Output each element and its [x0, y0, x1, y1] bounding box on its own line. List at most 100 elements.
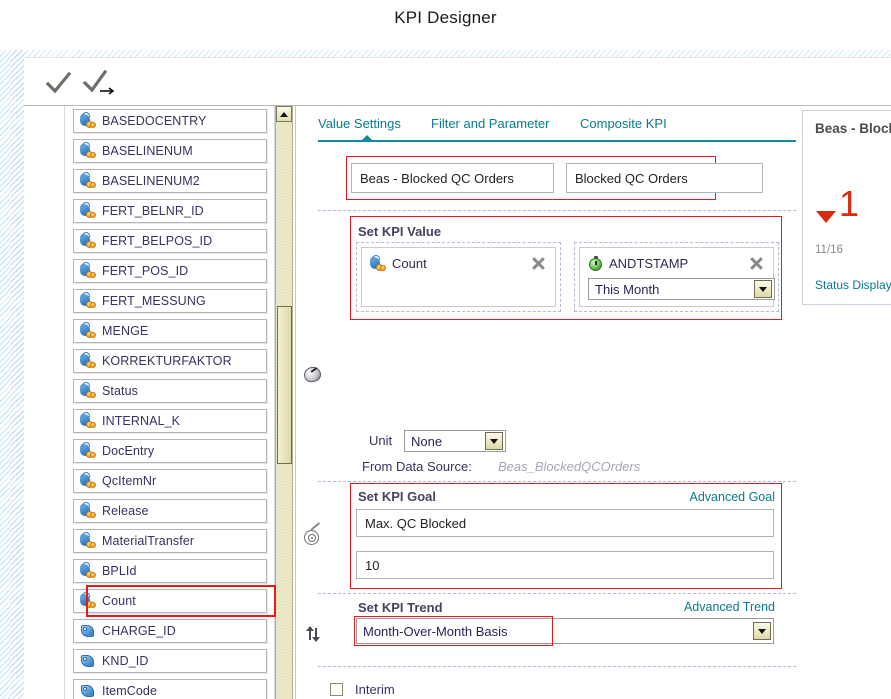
kpi-measure-slot[interactable]: Count	[356, 242, 561, 312]
field-list-item[interactable]: FERT_POS_ID	[73, 259, 267, 283]
kpi-time-chip: ANDTSTAMP	[588, 256, 688, 271]
check-arrow-icon[interactable]	[82, 68, 116, 98]
tab-underline	[318, 140, 796, 142]
field-list-item[interactable]: Status	[73, 379, 267, 403]
field-list-item-label: BASELINENUM2	[102, 174, 200, 188]
kpi-full-name-input[interactable]: Beas - Blocked QC Orders	[351, 163, 554, 193]
field-list-item[interactable]: QcItemNr	[73, 469, 267, 493]
separator-3	[318, 593, 796, 594]
money-icon	[80, 382, 96, 398]
interim-checkbox-row[interactable]: Interim	[330, 682, 395, 697]
field-list-item[interactable]: FERT_BELPOS_ID	[73, 229, 267, 253]
separator-2	[318, 481, 796, 482]
tab-value-settings[interactable]: Value Settings	[318, 116, 401, 131]
trend-select[interactable]: Month-Over-Month Basis	[356, 618, 774, 644]
tag-icon	[80, 624, 96, 638]
field-list-item-label: KND_ID	[102, 654, 149, 668]
field-list-item-label: Release	[102, 504, 149, 518]
tab-composite-kpi[interactable]: Composite KPI	[580, 116, 667, 131]
field-list-scrollbar[interactable]	[275, 106, 293, 699]
preview-date: 11/16	[815, 244, 843, 256]
money-icon	[80, 202, 96, 218]
goal-value-input[interactable]: 10	[356, 551, 774, 579]
status-display-link[interactable]: Status Display	[815, 278, 891, 292]
advanced-trend-link[interactable]: Advanced Trend	[683, 600, 775, 614]
tag-icon	[80, 684, 96, 698]
field-list-item[interactable]: Count	[73, 589, 267, 613]
goal-name-input[interactable]: Max. QC Blocked	[356, 509, 774, 537]
field-list-item[interactable]: Release	[73, 499, 267, 523]
scrollbar-thumb[interactable]	[277, 306, 292, 464]
field-list-item[interactable]: FERT_BELNR_ID	[73, 199, 267, 223]
field-list-item[interactable]: BPLId	[73, 559, 267, 583]
money-icon	[80, 592, 96, 608]
money-icon	[80, 442, 96, 458]
money-icon	[80, 412, 96, 428]
field-list-item-label: KORREKTURFAKTOR	[102, 354, 232, 368]
preview-value: 1	[839, 183, 860, 224]
remove-measure-icon[interactable]	[529, 254, 547, 272]
check-icon[interactable]	[42, 68, 76, 98]
field-list-item[interactable]: MENGE	[73, 319, 267, 343]
field-list-item-label: MENGE	[102, 324, 149, 338]
tab-filter-and-parameter[interactable]: Filter and Parameter	[431, 116, 550, 131]
preview-title: Beas - Blocked QC Orders	[815, 121, 891, 136]
field-list-item[interactable]: KND_ID	[73, 649, 267, 673]
preview-pane: Beas - Blocked QC Orders 1 11/16 Status …	[797, 106, 891, 699]
interim-label: Interim	[355, 682, 395, 697]
field-list-item[interactable]: BASEDOCENTRY	[73, 109, 267, 133]
money-icon	[80, 262, 96, 278]
money-icon	[80, 142, 96, 158]
field-list-item[interactable]: FERT_MESSUNG	[73, 289, 267, 313]
field-list-item[interactable]: MaterialTransfer	[73, 529, 267, 553]
decorative-stripe-left-tint3	[16, 50, 25, 699]
money-icon	[80, 232, 96, 248]
money-icon	[80, 322, 96, 338]
remove-time-icon[interactable]	[747, 254, 765, 272]
advanced-goal-link[interactable]: Advanced Goal	[689, 490, 775, 504]
tab-active-indicator-icon	[361, 135, 373, 141]
field-list-item-label: FERT_BELNR_ID	[102, 204, 204, 218]
field-list-item[interactable]: ItemCode	[73, 679, 267, 699]
field-list-item[interactable]: BASELINENUM2	[73, 169, 267, 193]
money-icon	[80, 502, 96, 518]
interim-checkbox[interactable]	[330, 683, 343, 696]
chevron-down-icon[interactable]	[753, 622, 771, 640]
field-list-item-label: ItemCode	[102, 684, 157, 698]
money-icon	[80, 172, 96, 188]
page-title: KPI Designer	[394, 8, 497, 27]
decorative-stripe-left-tint2	[10, 50, 18, 699]
field-list-item-label: FERT_BELPOS_ID	[102, 234, 213, 248]
kpi-short-name-input[interactable]: Blocked QC Orders	[566, 163, 763, 193]
scroll-up-icon[interactable]	[276, 106, 292, 122]
value-settings-panel: Value Settings Filter and Parameter Comp…	[295, 106, 796, 699]
trend-value: Month-Over-Month Basis	[363, 623, 508, 639]
target-icon	[303, 522, 325, 549]
field-list-item[interactable]: BASELINENUM	[73, 139, 267, 163]
field-list-item-label: BASELINENUM	[102, 144, 193, 158]
field-list-item-label: CHARGE_ID	[102, 624, 176, 638]
field-list-item-label: BASEDOCENTRY	[102, 114, 207, 128]
field-list-item[interactable]: KORREKTURFAKTOR	[73, 349, 267, 373]
field-list-item-label: DocEntry	[102, 444, 155, 458]
trend-arrows-icon	[303, 624, 325, 646]
chevron-down-icon[interactable]	[485, 432, 503, 450]
money-icon	[80, 352, 96, 368]
field-list-item-label: BPLId	[102, 564, 137, 578]
kpi-preview-card[interactable]: Beas - Blocked QC Orders 1 11/16 Status …	[802, 110, 891, 305]
kpi-time-slot[interactable]: ANDTSTAMP This Month	[574, 242, 779, 312]
field-list-item-label: FERT_MESSUNG	[102, 294, 206, 308]
period-select[interactable]: This Month	[588, 278, 775, 300]
money-icon	[80, 562, 96, 578]
chevron-down-icon[interactable]	[754, 280, 772, 298]
unit-select[interactable]: None	[404, 430, 506, 452]
field-list-item[interactable]: CHARGE_ID	[73, 619, 267, 643]
field-list-item[interactable]: INTERNAL_K	[73, 409, 267, 433]
field-list-item-label: FERT_POS_ID	[102, 264, 189, 278]
field-list-item-label: QcItemNr	[102, 474, 157, 488]
field-list-item[interactable]: DocEntry	[73, 439, 267, 463]
money-icon	[370, 254, 386, 271]
